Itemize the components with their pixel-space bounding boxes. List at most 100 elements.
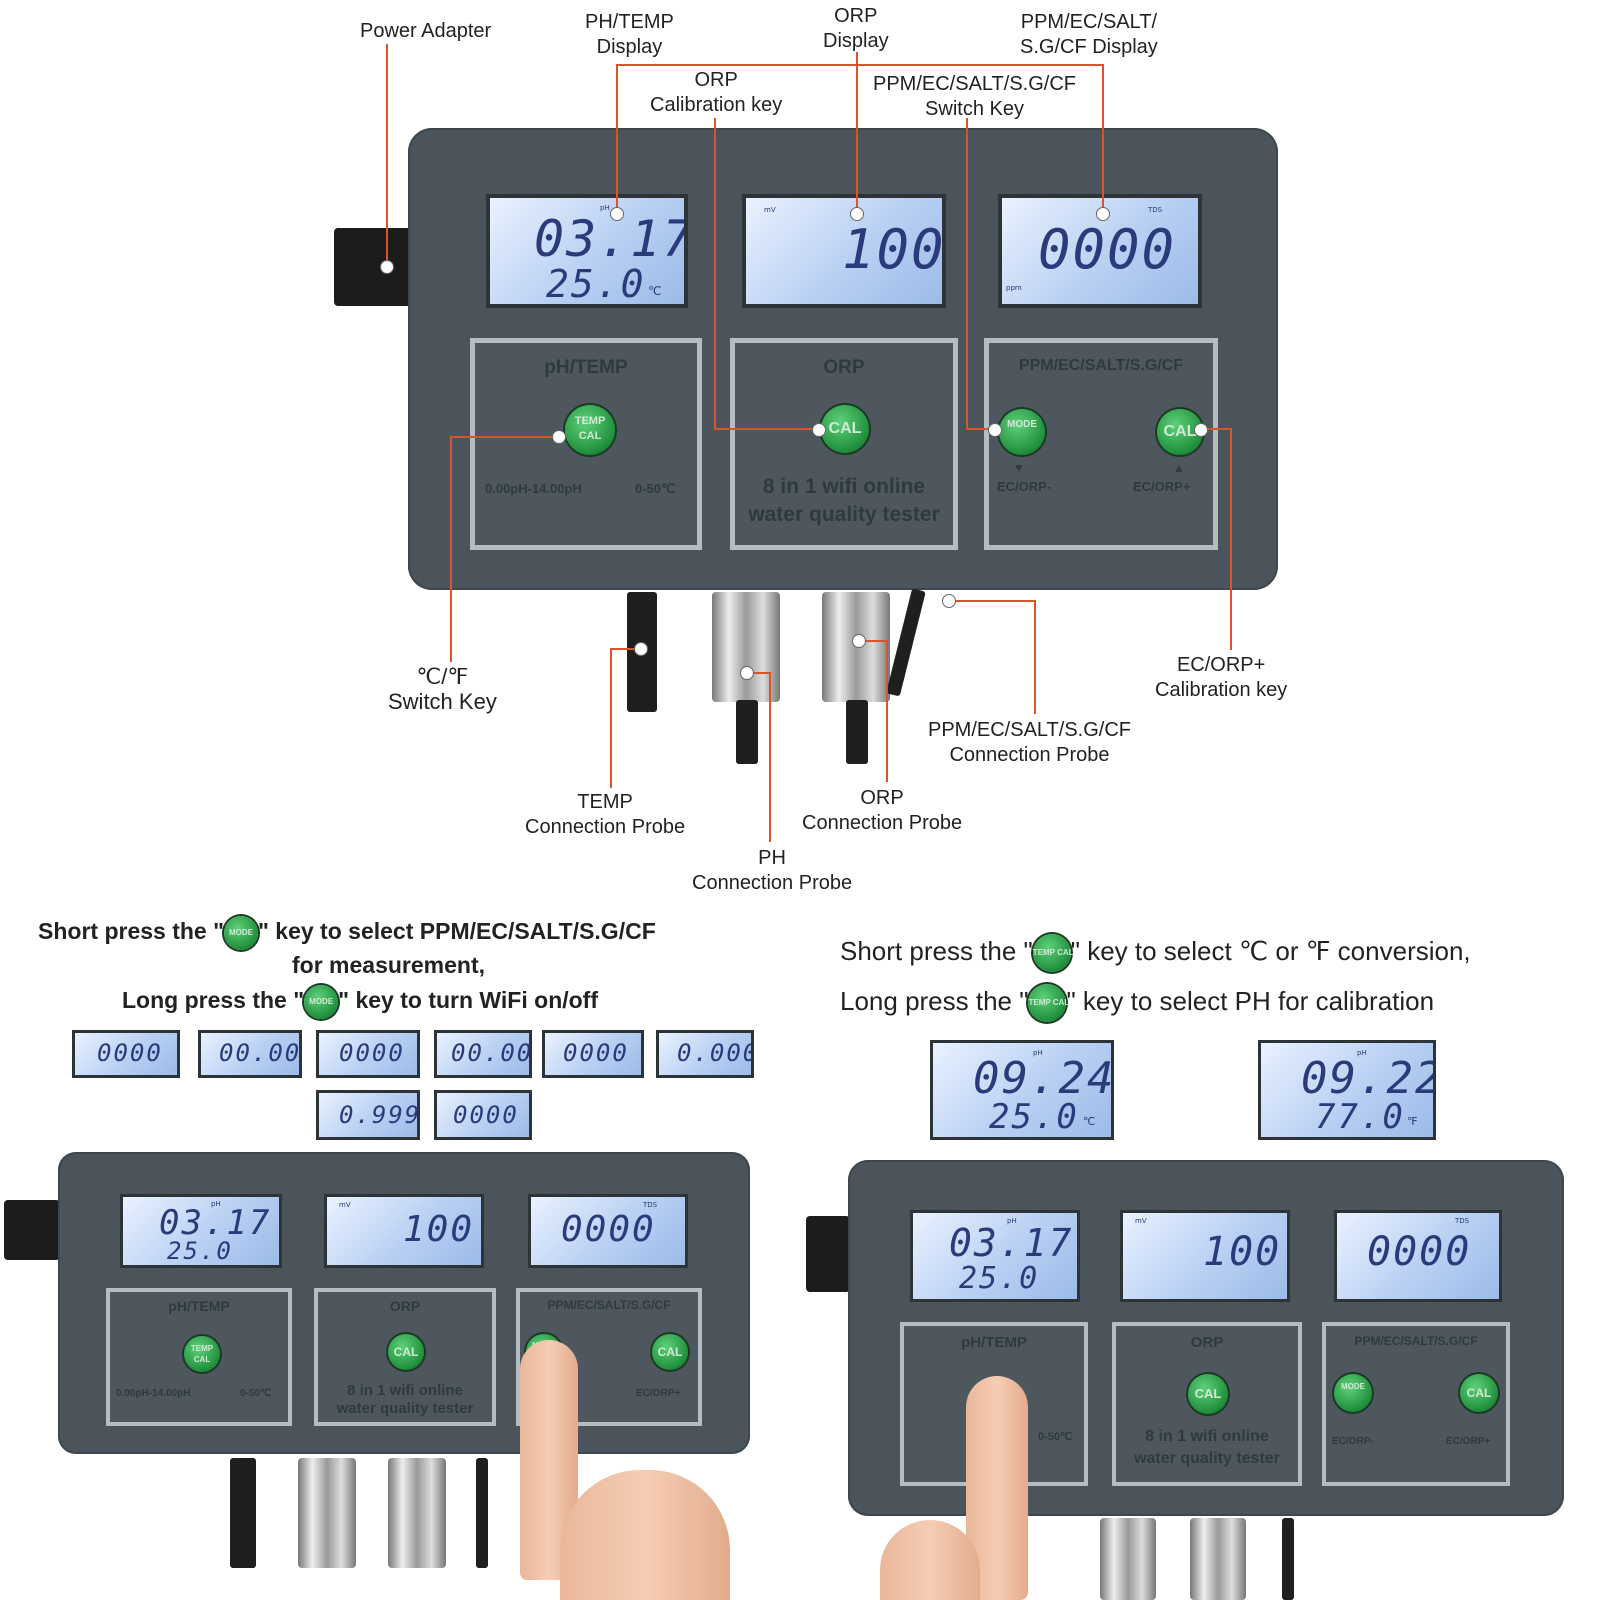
mini-lcd-value: 0.000 bbox=[677, 1039, 754, 1067]
device-bottom-right: pH 03.17 25.0 mV 100 TDS 0000 pH/TEMP 0-… bbox=[848, 1160, 1564, 1516]
leader-line bbox=[769, 672, 771, 842]
lcd-temp-unit: ℃ bbox=[1083, 1115, 1096, 1128]
mode-button[interactable]: MODE bbox=[999, 409, 1045, 455]
lcd-unit: pH bbox=[1357, 1049, 1367, 1057]
lcd-value: 09.24 bbox=[973, 1053, 1114, 1104]
leader-dot bbox=[740, 666, 754, 680]
temp-probe-connector bbox=[230, 1458, 256, 1568]
temp-cal-key-icon: TEMP CAL bbox=[1032, 934, 1074, 972]
mode-key-icon: MODE bbox=[304, 985, 339, 1019]
panel-title: ORP bbox=[1190, 1334, 1224, 1351]
lcd-celsius-example: pH 09.24 25.0 ℃ bbox=[930, 1040, 1114, 1140]
orp-panel-text-2: water quality tester bbox=[748, 503, 940, 526]
lcd-unit: pH bbox=[1007, 1217, 1017, 1225]
leader-line bbox=[856, 52, 858, 212]
lcd-temp: 25.0 bbox=[167, 1237, 233, 1265]
temp-range: 0-50℃ bbox=[1038, 1431, 1073, 1443]
ppm-probe-cable bbox=[1282, 1518, 1294, 1600]
panel-title: pH/TEMP bbox=[168, 1298, 230, 1314]
lcd-ph-temp: pH 03.17 25.0 bbox=[910, 1210, 1080, 1302]
instr-right-line2: Long press the "TEMP CAL" key to select … bbox=[840, 984, 1434, 1022]
label-ec-orp-cal-key: EC/ORP+Calibration key bbox=[1155, 654, 1288, 701]
leader-dot bbox=[852, 634, 866, 648]
lcd-temp-unit: ℃ bbox=[648, 284, 662, 298]
ec-orp-plus-label: EC/ORP+ bbox=[1446, 1436, 1491, 1447]
mode-key-icon: MODE bbox=[224, 916, 258, 950]
lcd-orp: mV 100 bbox=[742, 194, 946, 308]
leader-line bbox=[1230, 428, 1232, 650]
instr-left-line2: for measurement, bbox=[292, 952, 486, 978]
lcd-fahrenheit-example: pH 09.22 77.0 ℉ bbox=[1258, 1040, 1436, 1140]
leader-line bbox=[450, 436, 558, 438]
panel-title: ORP bbox=[823, 357, 865, 378]
lcd-value: 0000 bbox=[1367, 1229, 1472, 1275]
mini-lcd: 0000 bbox=[542, 1030, 644, 1078]
mode-button[interactable]: MODE bbox=[1334, 1374, 1372, 1412]
panel-orp: ORP CAL 8 in 1 wifi online water quality… bbox=[1112, 1322, 1302, 1486]
leader-line bbox=[450, 436, 452, 662]
label-power-adapter: Power Adapter bbox=[360, 20, 492, 42]
leader-dot bbox=[942, 594, 956, 608]
lcd-ph-temp: pH 03.17 25.0 ℃ bbox=[486, 194, 688, 308]
panel-ppm: PPM/EC/SALT/S.G/CF MODE CAL EC/ORP- EC/O… bbox=[1322, 1322, 1510, 1486]
device-bottom-left: pH 03.17 25.0 mV 100 TDS 0000 pH/TEMP TE… bbox=[58, 1152, 750, 1454]
mini-lcd-value: 0000 bbox=[339, 1039, 405, 1067]
lcd-value: 100 bbox=[1203, 1229, 1282, 1275]
ppm-cal-button[interactable]: CAL bbox=[1460, 1374, 1498, 1412]
mini-lcd: 0000 bbox=[434, 1090, 532, 1140]
lcd-unit: mV bbox=[764, 206, 776, 214]
orp-cal-button[interactable]: CAL bbox=[1188, 1374, 1228, 1414]
lcd-temp: 77.0 bbox=[1315, 1097, 1405, 1137]
lcd-temp: 25.0 bbox=[546, 262, 646, 306]
ec-orp-minus-label: EC/ORP- bbox=[1332, 1436, 1374, 1447]
up-arrow-icon: ▲ bbox=[1173, 461, 1185, 475]
ph-probe-connector bbox=[712, 592, 780, 702]
leader-line bbox=[944, 600, 1036, 602]
leader-dot bbox=[634, 642, 648, 656]
panel-title: PPM/EC/SALT/S.G/CF bbox=[1354, 1334, 1478, 1348]
leader-line bbox=[886, 640, 888, 782]
mini-lcd-value: 0000 bbox=[453, 1101, 519, 1129]
ppm-cal-button[interactable]: CAL bbox=[652, 1334, 688, 1370]
panel-orp: ORP CAL 8 in 1 wifi online water quality… bbox=[730, 338, 958, 550]
panel-title: PPM/EC/SALT/S.G/CF bbox=[1018, 357, 1184, 374]
main-device: pH 03.17 25.0 ℃ mV 100 TDS 0000 ppm pH/T… bbox=[408, 128, 1278, 590]
leader-dot bbox=[812, 423, 826, 437]
power-adapter bbox=[806, 1216, 850, 1292]
leader-line bbox=[1102, 64, 1104, 214]
leader-dot bbox=[552, 430, 566, 444]
label-ppm-display: PPM/EC/SALT/S.G/CF Display bbox=[1020, 11, 1158, 58]
leader-line bbox=[386, 44, 388, 266]
power-adapter bbox=[4, 1200, 60, 1260]
leader-line bbox=[745, 672, 771, 674]
ph-range: 0.00pH-14.00pH bbox=[485, 481, 582, 496]
temp-range: 0-50℃ bbox=[240, 1388, 272, 1399]
orp-cal-button[interactable]: CAL bbox=[821, 405, 869, 453]
mini-lcd: 0000 bbox=[316, 1030, 420, 1078]
lcd-unit: pH bbox=[211, 1200, 221, 1208]
orp-panel-text-2: water quality tester bbox=[336, 1400, 474, 1417]
leader-line bbox=[966, 118, 968, 430]
lcd-sub: ppm bbox=[1006, 284, 1022, 292]
temp-range: 0-50℃ bbox=[635, 481, 676, 496]
orp-cal-button[interactable]: CAL bbox=[388, 1334, 424, 1370]
ppm-probe-cable bbox=[476, 1458, 488, 1568]
orp-probe-connector bbox=[388, 1458, 446, 1568]
lcd-orp: mV 100 bbox=[324, 1194, 484, 1268]
hand bbox=[560, 1470, 730, 1600]
mini-lcd: 0.000 bbox=[656, 1030, 754, 1078]
instr-right-line1: Short press the "TEMP CAL" key to select… bbox=[840, 934, 1471, 972]
leader-line bbox=[858, 640, 888, 642]
mini-lcd: 0.999 bbox=[316, 1090, 420, 1140]
leader-line bbox=[714, 118, 716, 430]
ph-probe-tip bbox=[736, 700, 758, 764]
